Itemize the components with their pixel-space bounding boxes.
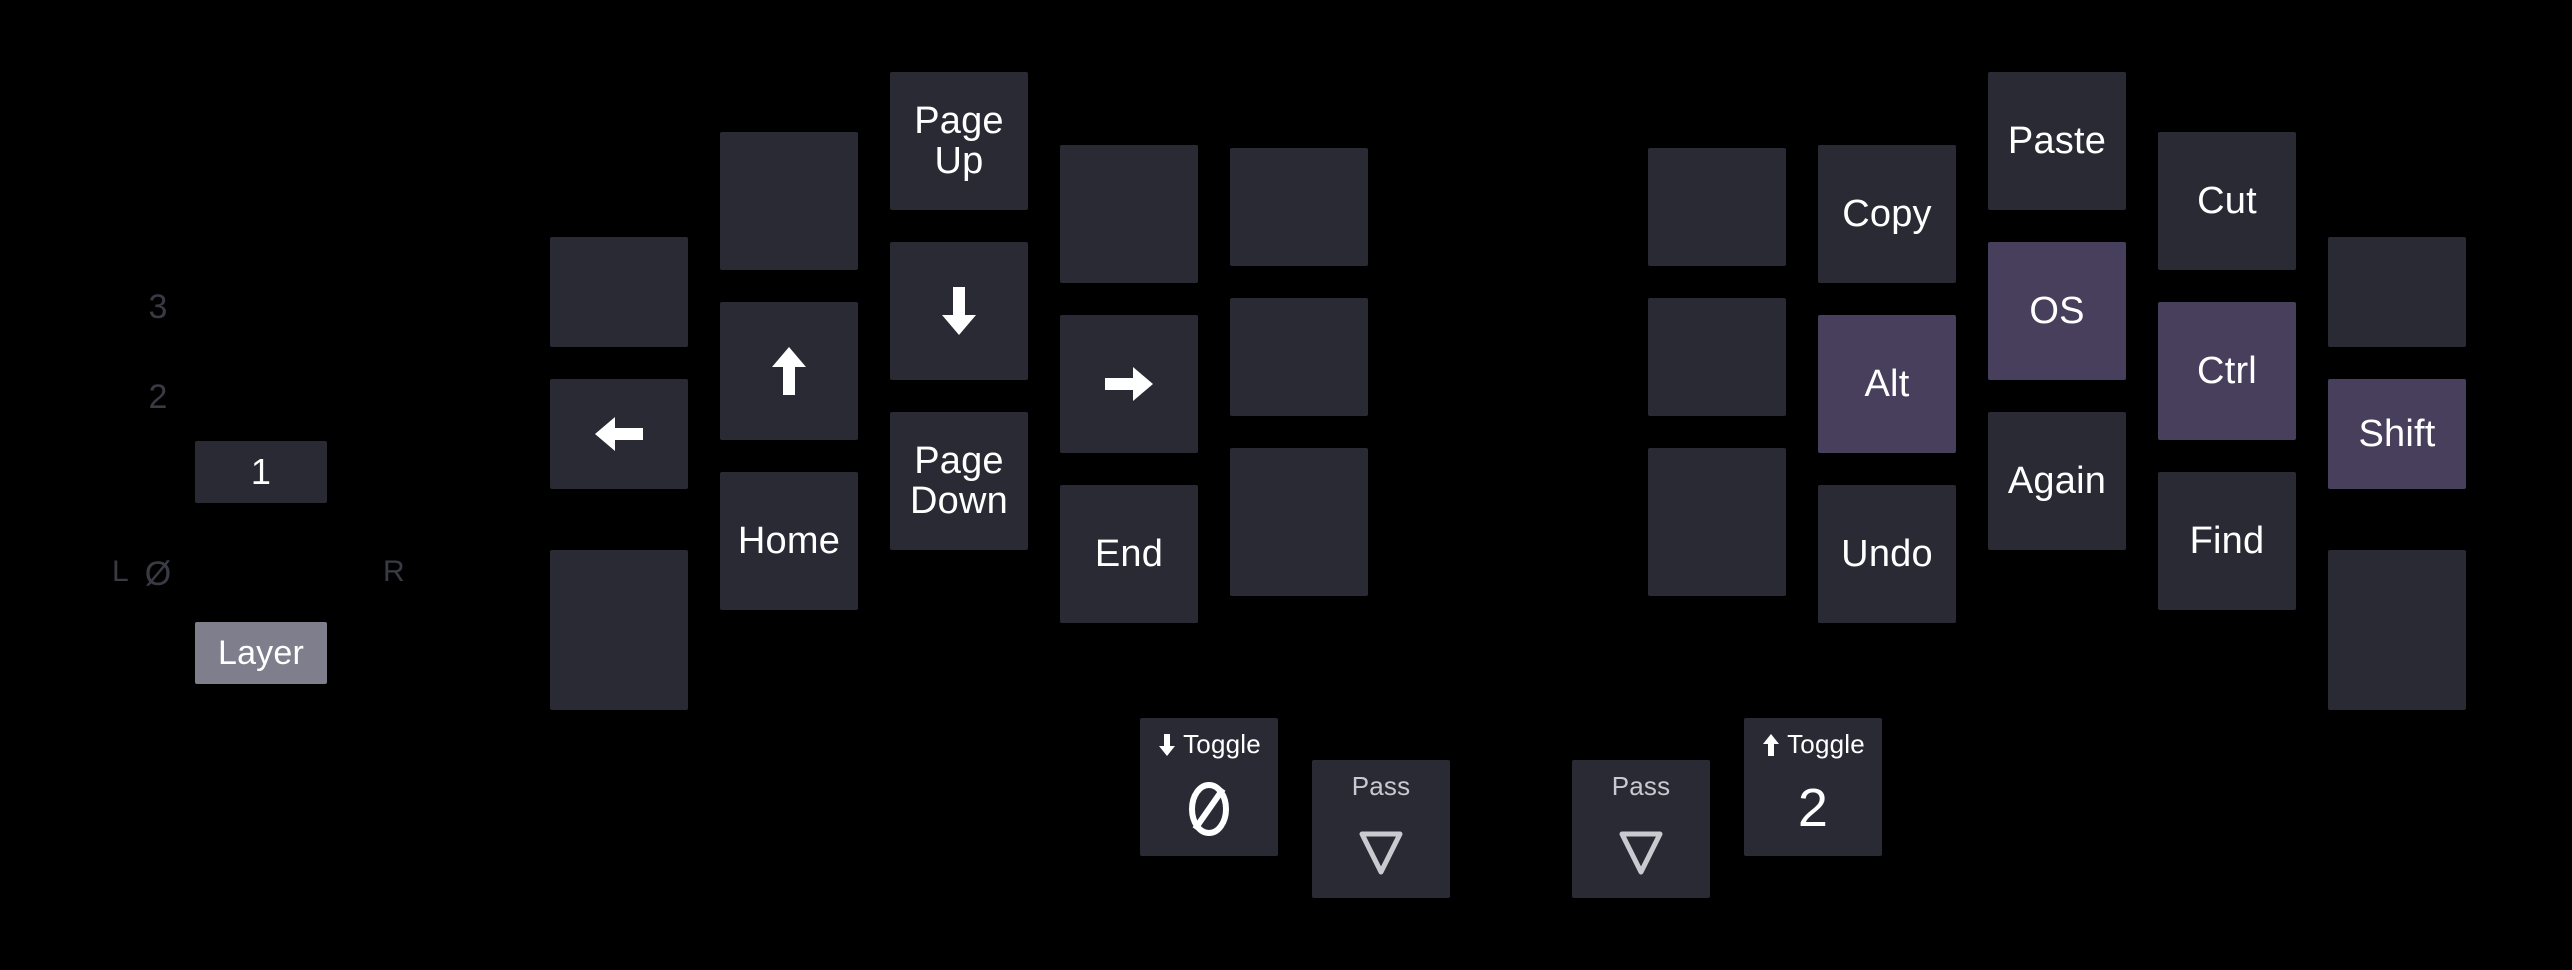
ctrl-key-label: Ctrl	[2197, 349, 2257, 392]
copy-key-label: Copy	[1842, 192, 1932, 235]
page-down-key-label: Page Down	[910, 439, 1008, 522]
layer-key-label: Layer	[217, 633, 305, 672]
right-key-c1r2[interactable]	[1648, 298, 1786, 416]
arrow-down-icon	[1159, 734, 1176, 756]
thumb-toggle-up-top: Toggle	[1761, 728, 1865, 762]
right-half-label: R	[383, 555, 405, 588]
right-arrow-key[interactable]	[1060, 315, 1198, 453]
thumb-pass-left-label: Pass	[1351, 771, 1411, 802]
arrow-up-icon	[1763, 734, 1780, 756]
left-key-c5r1[interactable]	[1230, 148, 1368, 266]
page-up-key[interactable]: Page Up	[890, 72, 1028, 210]
layer-level-3: 3	[148, 288, 168, 326]
layer-level-1-label: 1	[250, 450, 272, 492]
thumb-toggle-down-body	[1140, 762, 1278, 856]
thumb-toggle-up-body: 2	[1744, 762, 1882, 856]
left-key-c5r2[interactable]	[1230, 298, 1368, 416]
pass-through-icon	[1619, 831, 1663, 875]
down-arrow-key[interactable]	[890, 242, 1028, 380]
right-key-c1r3[interactable]	[1648, 448, 1786, 596]
arrow-up-icon	[772, 347, 806, 395]
thumb-pass-left-key[interactable]: Pass	[1312, 760, 1450, 898]
end-key[interactable]: End	[1060, 485, 1198, 623]
left-key-c1r1[interactable]	[550, 237, 688, 347]
paste-key-label: Paste	[2007, 119, 2107, 162]
cut-key[interactable]: Cut	[2158, 132, 2296, 270]
alt-key[interactable]: Alt	[1818, 315, 1956, 453]
home-key[interactable]: Home	[720, 472, 858, 610]
os-key[interactable]: OS	[1988, 242, 2126, 380]
layer-level-0-label: Ø	[144, 555, 172, 593]
arrow-right-icon	[1105, 367, 1153, 401]
arrow-down-icon	[942, 287, 976, 335]
home-key-label: Home	[737, 519, 841, 562]
pass-through-icon	[1359, 831, 1403, 875]
layer-toggle-key[interactable]: Layer	[195, 622, 327, 684]
undo-key[interactable]: Undo	[1818, 485, 1956, 623]
layer-level-0: Ø	[92, 557, 224, 591]
left-arrow-key[interactable]	[550, 379, 688, 489]
find-key-label: Find	[2189, 519, 2265, 562]
right-key-c1r1[interactable]	[1648, 148, 1786, 266]
layer-level-2: 2	[148, 378, 168, 416]
left-key-c4r1[interactable]	[1060, 145, 1198, 283]
left-half-label: L	[112, 555, 129, 588]
alt-key-label: Alt	[1864, 362, 1910, 405]
thumb-pass-right-top: Pass	[1612, 770, 1671, 804]
thumb-toggle-up-key[interactable]: Toggle 2	[1744, 718, 1882, 856]
thumb-pass-right-key[interactable]: Pass	[1572, 760, 1710, 898]
again-key[interactable]: Again	[1988, 412, 2126, 550]
shift-key-label: Shift	[2358, 412, 2436, 455]
thumb-toggle-down-top: Toggle	[1157, 728, 1261, 762]
layer-level-1-active[interactable]: 1	[195, 441, 327, 503]
page-down-key[interactable]: Page Down	[890, 412, 1028, 550]
shift-key[interactable]: Shift	[2328, 379, 2466, 489]
thumb-toggle-down-label: Toggle	[1183, 729, 1261, 760]
undo-key-label: Undo	[1841, 532, 1933, 575]
thumb-toggle-up-value: 2	[1797, 778, 1829, 839]
thumb-toggle-up-label: Toggle	[1787, 729, 1865, 760]
thumb-pass-left-top: Pass	[1352, 770, 1411, 804]
no-entry-icon	[1189, 782, 1229, 836]
right-key-c5r3[interactable]	[2328, 550, 2466, 710]
thumb-pass-left-body	[1312, 804, 1450, 898]
thumb-pass-right-label: Pass	[1611, 771, 1671, 802]
os-key-label: OS	[2029, 289, 2085, 332]
thumb-toggle-down-key[interactable]: Toggle	[1140, 718, 1278, 856]
arrow-left-icon	[595, 417, 643, 451]
left-key-c5r3[interactable]	[1230, 448, 1368, 596]
page-up-key-label: Page Up	[914, 99, 1004, 182]
copy-key[interactable]: Copy	[1818, 145, 1956, 283]
cut-key-label: Cut	[2197, 179, 2257, 222]
right-key-c5r1[interactable]	[2328, 237, 2466, 347]
find-key[interactable]: Find	[2158, 472, 2296, 610]
end-key-label: End	[1094, 532, 1164, 575]
again-key-label: Again	[2007, 459, 2107, 502]
ctrl-key[interactable]: Ctrl	[2158, 302, 2296, 440]
paste-key[interactable]: Paste	[1988, 72, 2126, 210]
left-key-c1r3[interactable]	[550, 550, 688, 710]
up-arrow-key[interactable]	[720, 302, 858, 440]
thumb-pass-right-body	[1572, 804, 1710, 898]
left-key-c2r1[interactable]	[720, 132, 858, 270]
